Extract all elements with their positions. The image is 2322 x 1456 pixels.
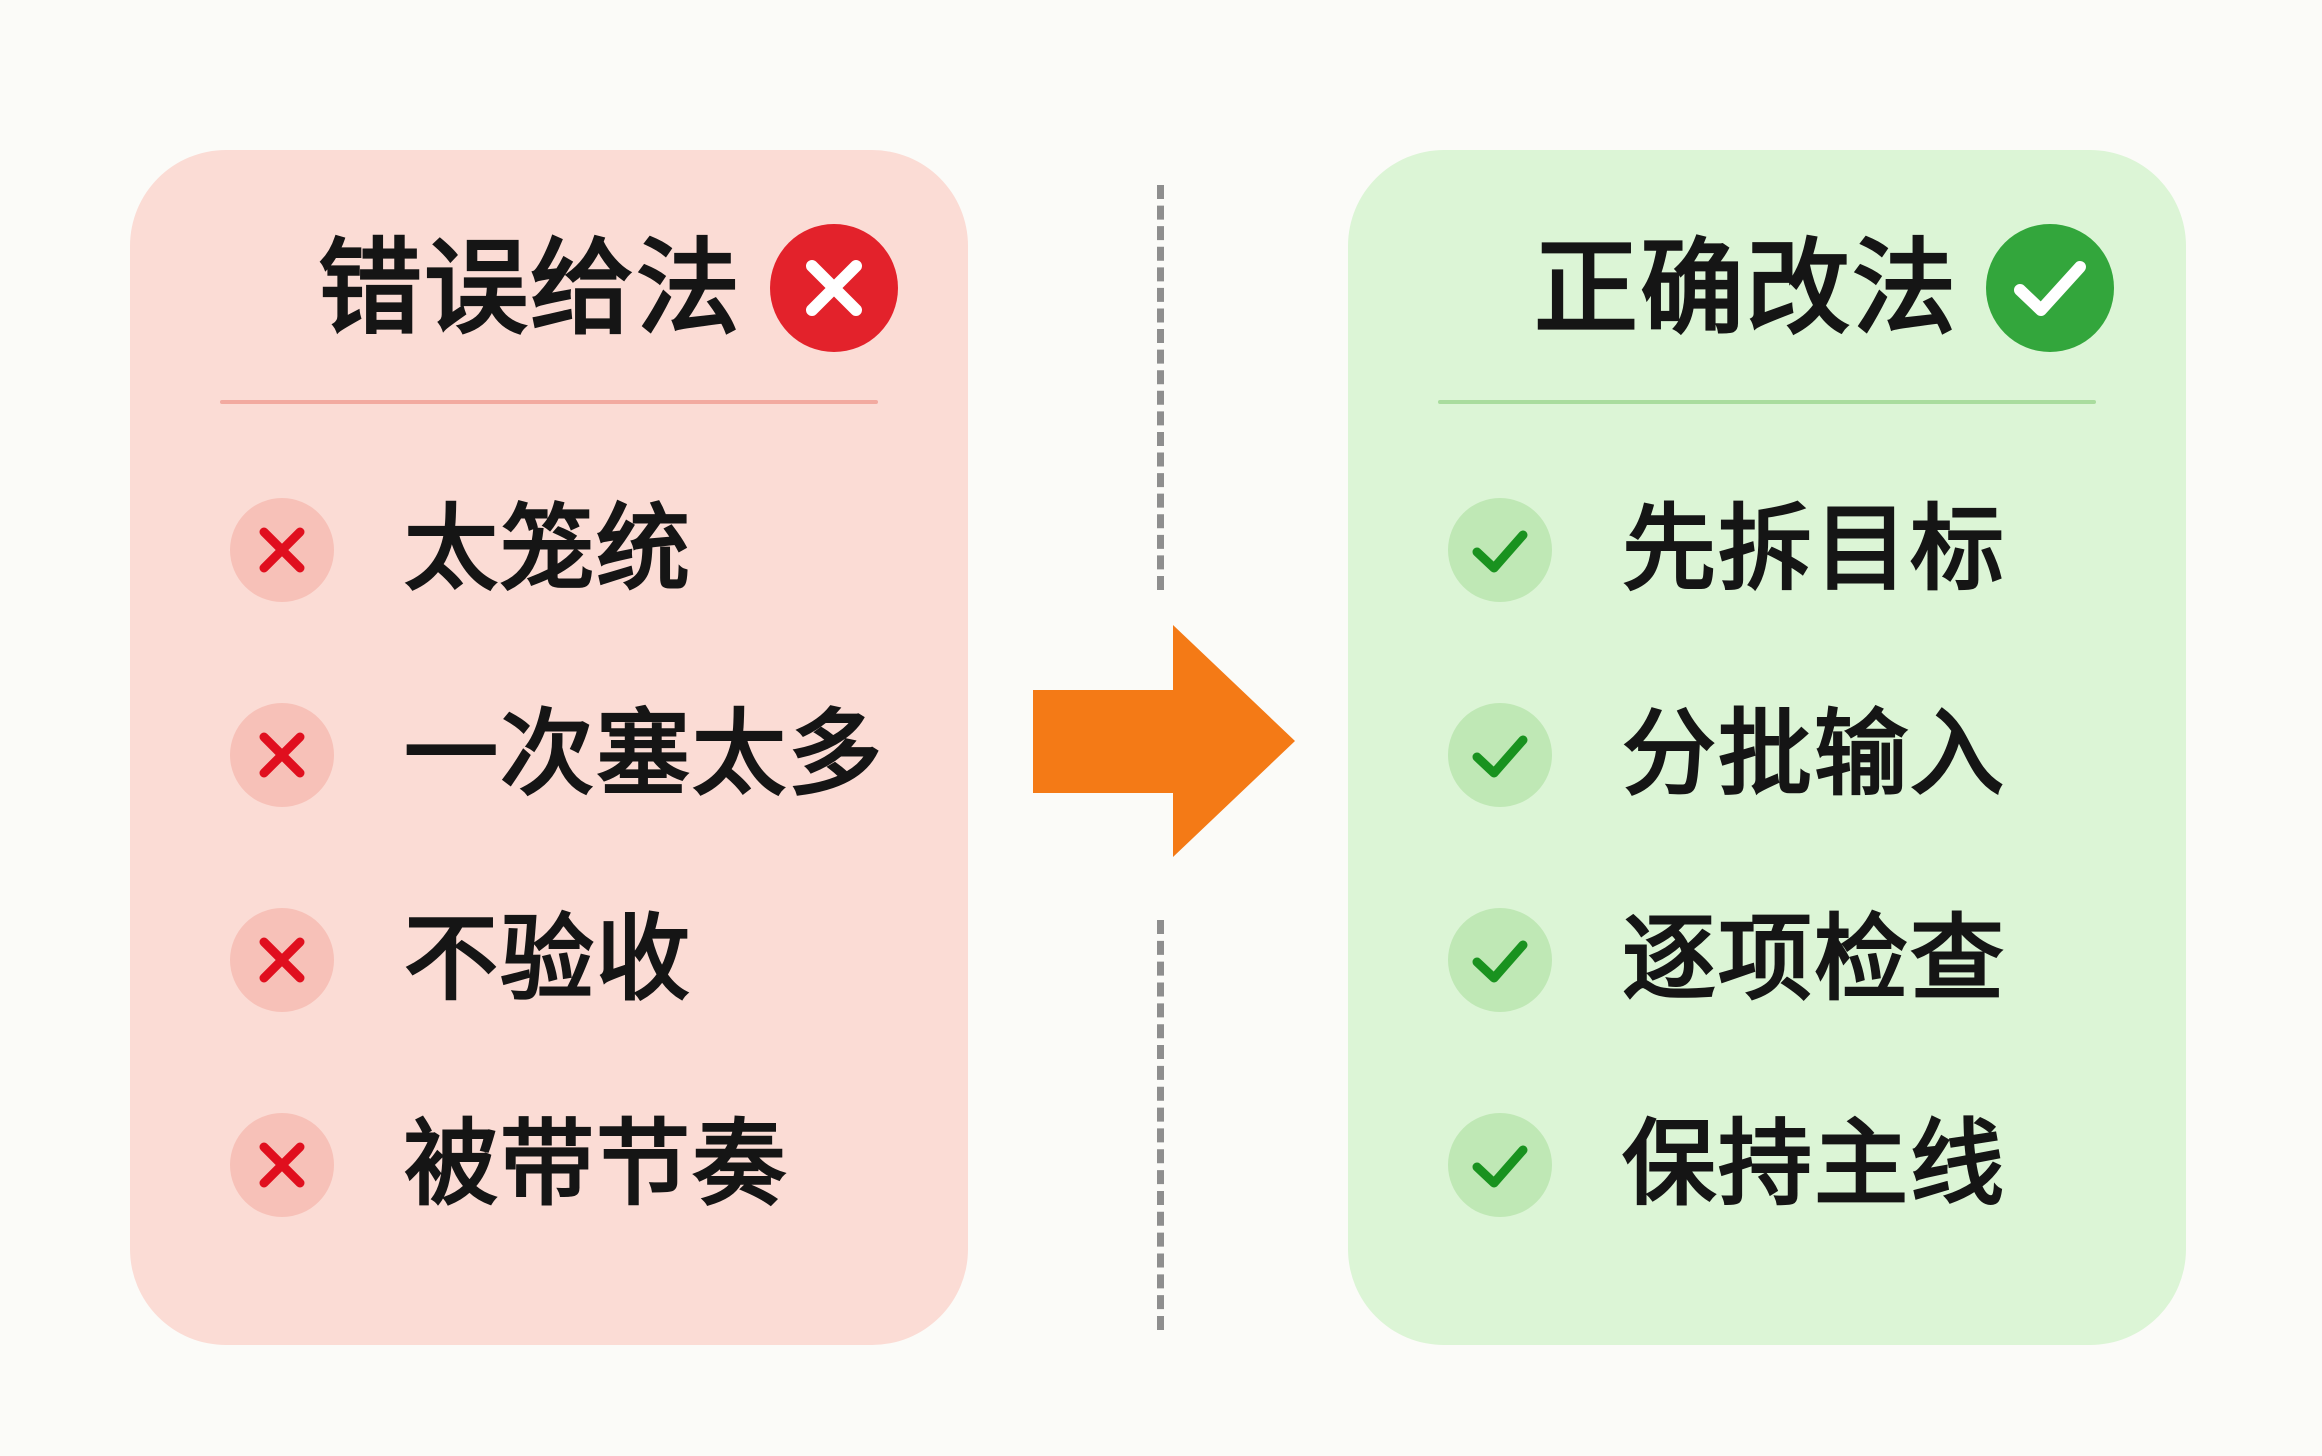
wrong-method-item: 不验收 <box>230 905 692 1015</box>
correct-method-item-label: 逐项检查 <box>1622 905 2007 1014</box>
correct-method-item: 保持主线 <box>1448 1110 2006 1220</box>
check-mark-icon <box>1448 1113 1552 1217</box>
correct-method-header: 正确改法 <box>1534 220 2114 355</box>
correct-method-item: 分批输入 <box>1448 700 2006 810</box>
x-mark-icon <box>230 703 334 807</box>
correct-method-title: 正确改法 <box>1533 226 1958 349</box>
wrong-method-item-label: 一次塞太多 <box>404 700 885 809</box>
wrong-method-divider <box>220 400 878 404</box>
check-circle-icon <box>1986 223 2114 352</box>
x-circle-icon <box>770 223 898 352</box>
dashed-divider-bottom <box>1157 920 1172 1330</box>
wrong-method-item: 太笼统 <box>230 495 692 605</box>
x-mark-icon <box>230 498 334 602</box>
correct-method-item: 先拆目标 <box>1448 495 2006 605</box>
wrong-method-panel: 错误给法 太笼统 一次塞太多 不验收 <box>130 150 968 1345</box>
correct-method-item-label: 先拆目标 <box>1622 495 2007 604</box>
wrong-method-title: 错误给法 <box>317 226 742 349</box>
wrong-method-item-label: 不验收 <box>404 905 693 1014</box>
correct-method-panel: 正确改法 先拆目标 分批输入 逐项检查 <box>1348 150 2186 1345</box>
correct-method-item-label: 保持主线 <box>1622 1110 2007 1219</box>
x-mark-icon <box>230 1113 334 1217</box>
wrong-method-header: 错误给法 <box>318 220 898 355</box>
wrong-method-item-label: 被带节奏 <box>404 1110 789 1219</box>
dashed-divider-top <box>1157 185 1172 590</box>
wrong-method-item: 被带节奏 <box>230 1110 788 1220</box>
x-mark-icon <box>230 908 334 1012</box>
correct-method-item-label: 分批输入 <box>1622 700 2007 809</box>
wrong-method-item-label: 太笼统 <box>404 495 693 604</box>
wrong-method-item: 一次塞太多 <box>230 700 884 810</box>
check-mark-icon <box>1448 703 1552 807</box>
check-mark-icon <box>1448 498 1552 602</box>
right-arrow-icon <box>1033 625 1295 857</box>
correct-method-divider <box>1438 400 2096 404</box>
correct-method-item: 逐项检查 <box>1448 905 2006 1015</box>
check-mark-icon <box>1448 908 1552 1012</box>
